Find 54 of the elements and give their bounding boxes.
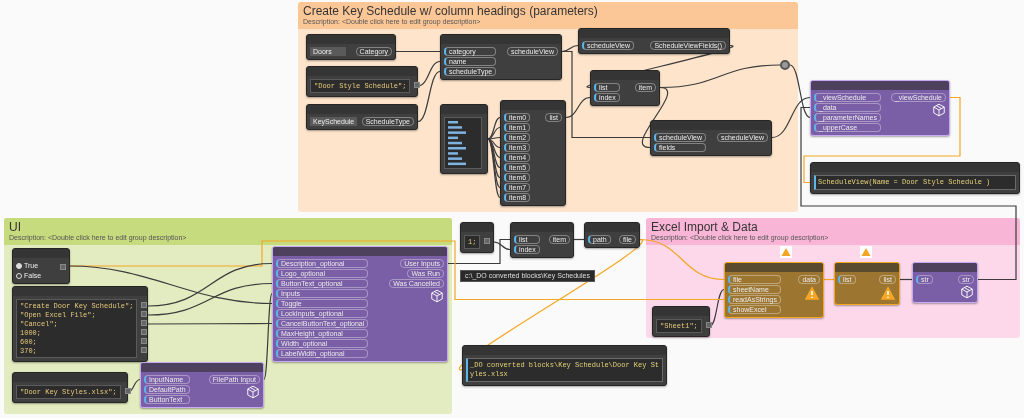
- warning-node: [724, 262, 824, 318]
- wire: [487, 138, 501, 179]
- custom-node: [912, 262, 978, 303]
- group-title: Excel Import & Data: [651, 220, 758, 234]
- wire: [800, 106, 1017, 281]
- wire: [803, 96, 961, 184]
- code-block-node: [652, 306, 710, 337]
- wire: [561, 44, 579, 53]
- wire: [447, 238, 511, 265]
- wire: [69, 265, 273, 305]
- wire: [147, 282, 273, 316]
- code-block-node: [12, 372, 128, 403]
- wire: [417, 60, 441, 87]
- code-block-node: [12, 286, 148, 362]
- dropdown-node: [306, 104, 418, 130]
- watch-node: [462, 345, 667, 386]
- wire: [487, 116, 501, 140]
- wire: [709, 288, 725, 327]
- function-node: [578, 28, 730, 54]
- wire: [493, 241, 511, 251]
- function-node: [584, 222, 640, 248]
- wire: [147, 322, 273, 325]
- wire: [659, 64, 781, 89]
- wire: [641, 86, 669, 149]
- reroute-dot: [780, 60, 790, 70]
- group-title: Create Key Schedule w/ column headings (parameters): [303, 4, 598, 18]
- group-panel: [4, 218, 452, 414]
- dropdown-node: [306, 34, 396, 60]
- wire: [561, 50, 651, 139]
- wire: [417, 70, 441, 123]
- function-node: [500, 100, 566, 206]
- function-node: [510, 222, 574, 258]
- wire: [395, 50, 441, 53]
- code-block-node: [460, 222, 494, 253]
- custom-node: [810, 80, 950, 136]
- function-node: [650, 120, 772, 156]
- wire: [263, 292, 273, 381]
- warning-node: [834, 262, 900, 305]
- custom-node: [140, 362, 264, 408]
- function-node: [590, 70, 660, 106]
- boolean-toggle-node: [12, 248, 70, 284]
- code-block-node: [306, 66, 418, 97]
- watch-node: [810, 162, 1020, 194]
- wire: [487, 138, 501, 199]
- group-title: UI: [9, 220, 21, 234]
- wire: [147, 262, 273, 307]
- wire: [789, 64, 811, 119]
- group-panel: [646, 218, 1020, 338]
- group-panel: [298, 2, 798, 212]
- wire: [771, 96, 811, 139]
- function-node: [440, 34, 562, 80]
- custom-node: [272, 246, 448, 362]
- code-block-node: [440, 104, 488, 174]
- wire: [565, 96, 591, 119]
